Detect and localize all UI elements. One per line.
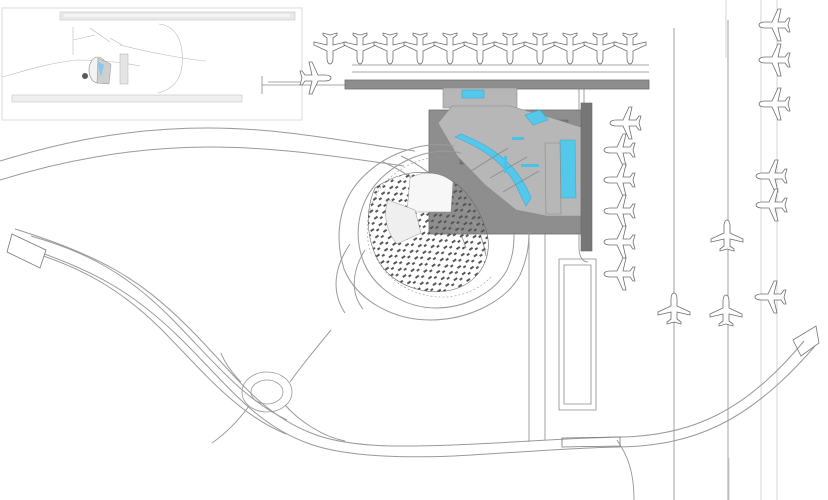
terminal-complex bbox=[344, 79, 650, 252]
inset-terminal bbox=[82, 53, 129, 85]
parking-area bbox=[367, 172, 489, 292]
location-inset-map bbox=[1, 7, 303, 121]
access-roads bbox=[0, 127, 820, 458]
runways-and-taxiways bbox=[261, 0, 778, 500]
